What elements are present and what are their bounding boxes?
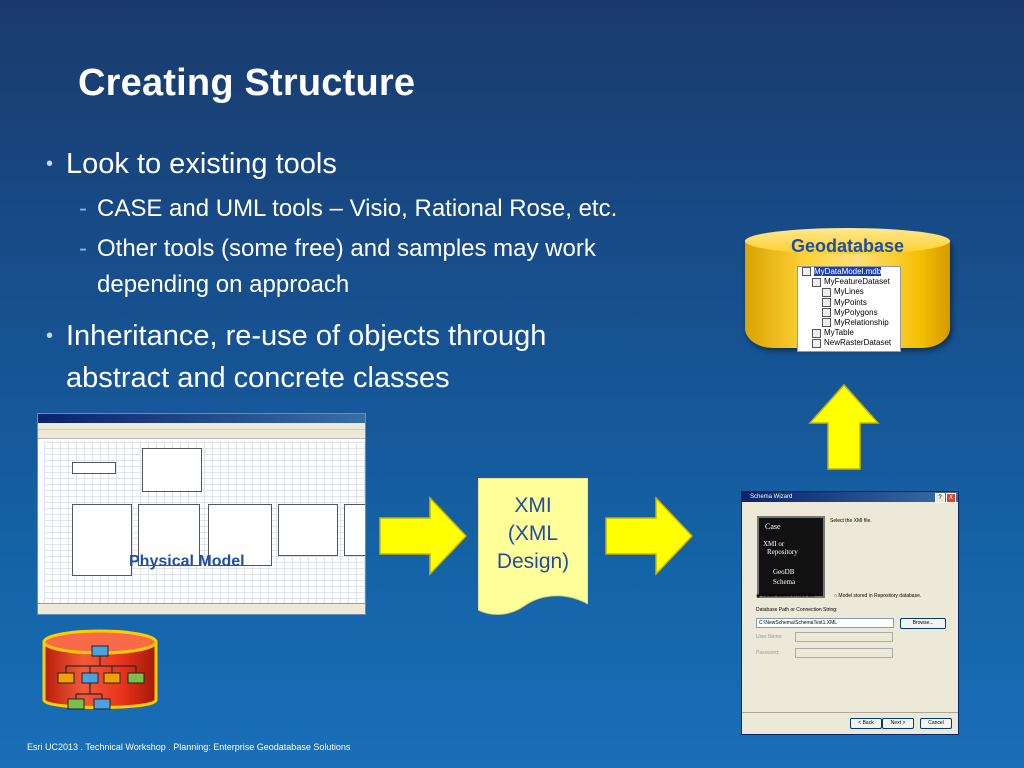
bullet-text: abstract and concrete classes (66, 362, 450, 394)
chalkboard-image: Case XMI or Repository GeoDB Schema (757, 516, 825, 598)
password-label: Password: (756, 650, 780, 656)
polygon-layer-icon (822, 308, 831, 318)
uml-class-box (72, 504, 132, 576)
relationship-icon (822, 318, 831, 328)
chalk-text: Schema (773, 578, 796, 586)
username-label: User Name: (756, 634, 783, 640)
xmi-line: (XML (507, 522, 559, 545)
schema-wizard-dialog: Schema Wizard ? X Case XMI or Repository… (741, 491, 959, 735)
uml-class-box (344, 504, 365, 556)
raster-icon (812, 338, 821, 348)
wizard-titlebar: Schema Wizard ? X (742, 492, 958, 503)
right-arrow-icon (605, 496, 694, 576)
sub-text: Other tools (some free) and samples may … (97, 235, 596, 262)
geodatabase-cylinder: Geodatabase MyDataModel.mdb MyFeatureDat… (745, 228, 950, 360)
chalk-text: Case (765, 522, 781, 531)
physical-model-label: Physical Model (129, 553, 245, 570)
chalk-text: XMI or (763, 540, 785, 548)
xmi-line: Design) (496, 550, 570, 573)
wizard-instruction: Select the XMI file. (830, 518, 872, 524)
tree-item[interactable]: MyFeatureDataset (798, 277, 900, 287)
sub-dash: - (79, 195, 87, 222)
option-xmi[interactable]: ◉ Model stored in XMI file. (756, 593, 816, 599)
dataset-icon (812, 277, 821, 287)
point-layer-icon (822, 298, 831, 307)
option-repository[interactable]: ○ Model stored in Repository database. (834, 593, 922, 599)
uml-class-box (278, 504, 338, 556)
bullet-text: Look to existing tools (66, 148, 337, 180)
password-input[interactable] (795, 648, 893, 658)
sub-bullet-case: - CASE and UML tools – Visio, Rational R… (79, 191, 618, 227)
uml-class-box (72, 462, 116, 474)
bullet-inheritance: • Inheritance, re-use of objects through (46, 315, 547, 357)
tree-item[interactable]: MyLines (798, 287, 900, 297)
geodatabase-label: Geodatabase (790, 236, 905, 256)
tree-item[interactable]: MyPolygons (798, 308, 900, 318)
excel-menubar (38, 423, 365, 430)
up-arrow-icon (808, 383, 880, 470)
wizard-divider (742, 712, 958, 713)
uml-class-box (142, 448, 202, 492)
back-button[interactable]: < Back (850, 718, 882, 729)
xmi-line: XMI (514, 494, 552, 517)
sub-text: CASE and UML tools – Visio, Rational Ros… (97, 195, 618, 222)
next-button[interactable]: Next > (882, 718, 914, 729)
slide-title: Creating Structure (78, 62, 416, 104)
bullet-dot: • (46, 153, 54, 175)
table-icon (812, 328, 821, 338)
excel-sheet-tabs (38, 603, 365, 614)
bullet-inheritance-cont: abstract and concrete classes (66, 357, 450, 399)
wizard-title: Schema Wizard (750, 494, 793, 500)
physical-model-screenshot (37, 413, 366, 615)
excel-grid (44, 442, 365, 604)
catalog-tree: MyDataModel.mdb MyFeatureDataset MyLines… (797, 266, 901, 352)
sub-bullet-other-tools: - Other tools (some free) and samples ma… (79, 231, 596, 267)
chalk-text: Repository (767, 548, 798, 556)
xmi-label: XMI (XML Design) (478, 492, 588, 576)
bullet-dot: • (46, 325, 54, 347)
cylinder-top (745, 228, 950, 254)
cancel-button[interactable]: Cancel (920, 718, 952, 729)
excel-titlebar (38, 414, 365, 423)
geodatabase-hierarchy-icon (42, 629, 158, 710)
database-icon (802, 267, 811, 277)
sub-dash: - (79, 235, 87, 262)
document-shape-icon (478, 478, 588, 615)
uml-class-box (208, 504, 272, 566)
bullet-text: Inheritance, re-use of objects through (66, 320, 547, 352)
db-path-input[interactable]: C:\NewSchema\SchemaTest1.XML (756, 618, 894, 628)
uml-class-box (138, 504, 200, 566)
right-arrow-icon (379, 496, 468, 576)
excel-toolbar (38, 430, 365, 439)
close-button[interactable]: X (946, 493, 956, 503)
tree-item[interactable]: MyTable (798, 328, 900, 338)
tree-item[interactable]: MyRelationship (798, 318, 900, 328)
tree-item[interactable]: MyPoints (798, 298, 900, 308)
line-layer-icon (822, 287, 831, 297)
help-button[interactable]: ? (935, 493, 945, 503)
db-path-label: Database Path or Connection String: (756, 607, 838, 613)
slide-footer: Esri UC2013 . Technical Workshop . Plann… (27, 742, 351, 752)
chalk-text: GeoDB (773, 568, 795, 576)
bullet-existing-tools: • Look to existing tools (46, 143, 337, 185)
sub-bullet-other-tools-cont: depending on approach (97, 267, 349, 303)
xmi-document: XMI (XML Design) (478, 478, 588, 618)
browse-button[interactable]: Browse... (900, 618, 946, 629)
tree-item[interactable]: MyDataModel.mdb (798, 267, 900, 277)
tree-item[interactable]: NewRasterDataset (798, 338, 900, 348)
username-input[interactable] (795, 632, 893, 642)
sub-text: depending on approach (97, 271, 350, 298)
